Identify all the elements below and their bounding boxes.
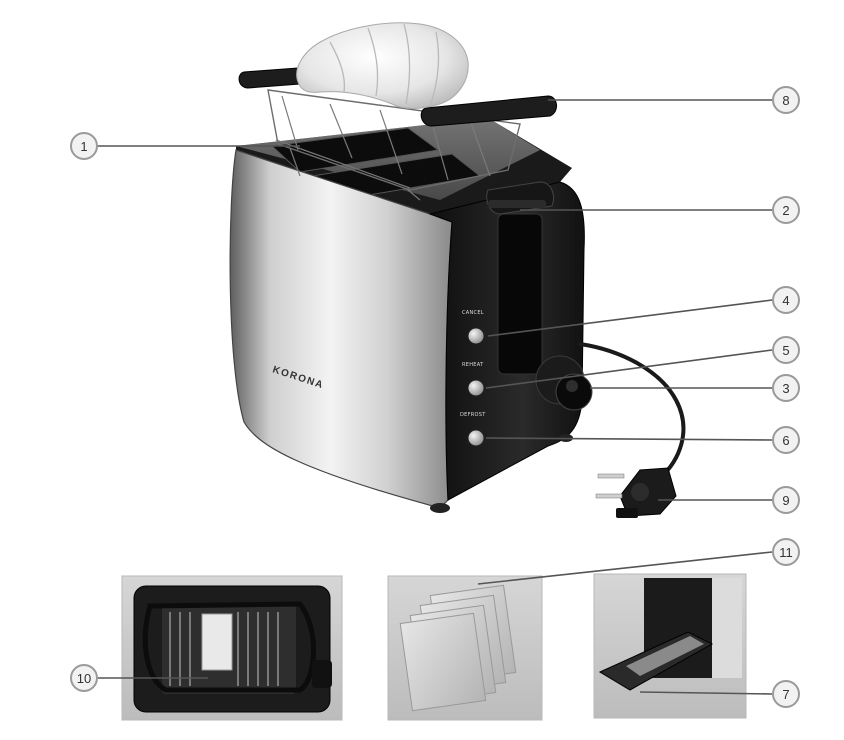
- callout-9: 9: [772, 486, 800, 514]
- callout-2: 2: [772, 196, 800, 224]
- power-cord: [578, 342, 686, 480]
- callout-number: 6: [782, 433, 789, 448]
- callout-number: 11: [779, 545, 793, 560]
- cancel-label: CANCEL: [462, 310, 484, 316]
- reheat-label: REHEAT: [462, 362, 484, 368]
- cancel-button[interactable]: [467, 327, 485, 345]
- bun-warmer-rack: [238, 22, 557, 201]
- callout-number: 2: [782, 203, 789, 218]
- underside-cord-storage-panel: [121, 575, 343, 721]
- reheat-button[interactable]: [467, 379, 485, 397]
- callout-11: 11: [772, 538, 800, 566]
- callout-number: 9: [782, 493, 789, 508]
- crumb-tray-panel: [593, 573, 747, 719]
- callout-number: 1: [80, 139, 87, 154]
- power-plug-icon: [595, 467, 677, 518]
- callout-8: 8: [772, 86, 800, 114]
- toaster-foot: [430, 503, 450, 513]
- callout-number: 10: [77, 671, 91, 686]
- callout-3: 3: [772, 374, 800, 402]
- croissant-icon: [296, 22, 469, 109]
- callout-7: 7: [772, 680, 800, 708]
- callout-5: 5: [772, 336, 800, 364]
- callout-number: 3: [782, 381, 789, 396]
- leader-lines: [98, 99, 773, 695]
- toast-bags-panel: [387, 575, 543, 721]
- callout-6: 6: [772, 426, 800, 454]
- callout-number: 8: [782, 93, 789, 108]
- callout-1: 1: [70, 132, 98, 160]
- callout-10: 10: [70, 664, 98, 692]
- callout-4: 4: [772, 286, 800, 314]
- lever-slot: [497, 213, 543, 375]
- defrost-label: DEFROST: [460, 412, 486, 418]
- callout-number: 4: [782, 293, 789, 308]
- bread-slot-left: [270, 127, 440, 173]
- toaster-main: KORONA CANCEL REHEAT DEFROST: [229, 118, 686, 518]
- bun-warmer-handle-left[interactable]: [238, 67, 306, 89]
- callout-number: 5: [782, 343, 789, 358]
- callout-number: 7: [782, 687, 789, 702]
- defrost-button[interactable]: [467, 429, 485, 447]
- bun-warmer-handle-right[interactable]: [420, 95, 557, 127]
- browning-control-knob[interactable]: [535, 355, 593, 411]
